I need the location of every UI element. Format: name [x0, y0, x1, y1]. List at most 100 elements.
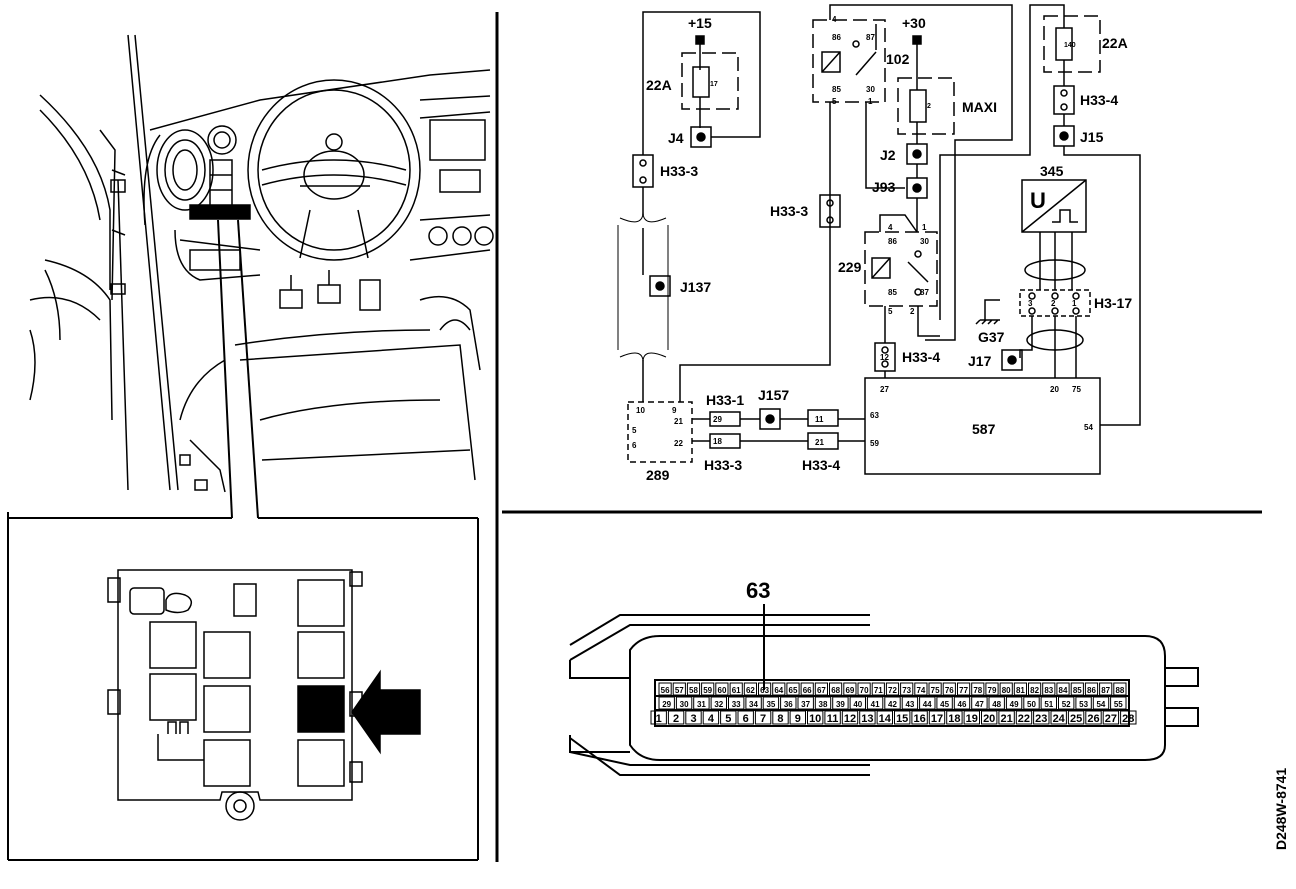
car-interior-illustration: [29, 34, 494, 519]
pin-number: 35: [766, 700, 775, 709]
pin-cell: [814, 696, 832, 710]
pin-number: 88: [1115, 686, 1124, 695]
pin-number: 44: [923, 700, 932, 709]
pin-cell: [1005, 696, 1023, 710]
pin-cell: [936, 696, 953, 710]
pin-number: 58: [689, 686, 698, 695]
label-h33-4-top: H33-4: [1080, 92, 1118, 108]
pin-number: 45: [940, 700, 949, 709]
pin-number: 22: [1018, 713, 1030, 725]
pin-cell: [894, 710, 911, 725]
svg-text:85: 85: [832, 85, 841, 94]
pin-number: 8: [777, 713, 783, 725]
pin-number: 65: [789, 686, 798, 695]
label-j15: J15: [1080, 129, 1104, 145]
pin-cell: [1075, 696, 1092, 710]
pin-number: 41: [871, 700, 880, 709]
label-u: U: [1030, 188, 1046, 213]
pin-number: 63: [760, 686, 769, 695]
pin-cell: [849, 696, 866, 710]
pin-number: 19: [966, 713, 978, 725]
speaker-grille: [156, 129, 214, 211]
pin-number: 72: [888, 686, 897, 695]
pin-cell: [737, 710, 754, 725]
label-j2: J2: [880, 147, 896, 163]
label-c289: 289: [646, 467, 670, 483]
pin-number: 12: [844, 713, 856, 725]
label-h33-3-bot: H33-3: [704, 457, 742, 473]
label-h33-3-mid: H33-3: [770, 203, 808, 219]
pin-number: 85: [1073, 686, 1082, 695]
label-h33-4-mid: H33-4: [902, 349, 940, 365]
pin-number: 51: [1044, 700, 1053, 709]
pin-cell: [789, 710, 806, 725]
pin-cell: [1113, 682, 1127, 696]
pin-cell: [1102, 710, 1120, 725]
pin-cell: [988, 696, 1005, 710]
pin-number: 30: [680, 700, 689, 709]
svg-text:5: 5: [888, 307, 893, 316]
pin-cell: [1028, 682, 1042, 696]
pin-cell: [928, 710, 946, 725]
svg-text:21: 21: [674, 417, 683, 426]
pin-cell: [658, 682, 672, 696]
pin-number: 4: [708, 713, 715, 725]
pin-number: 24: [1053, 713, 1066, 725]
pin-number: 13: [861, 713, 873, 725]
label-r102: 102: [886, 51, 910, 67]
label-h33-3-top: H33-3: [660, 163, 698, 179]
pin-number: 28: [1122, 713, 1134, 725]
pin-cell: [957, 682, 971, 696]
svg-text:2: 2: [910, 307, 915, 316]
pin-number: 43: [905, 700, 914, 709]
pin-cell: [685, 710, 702, 725]
pin-cell: [946, 710, 963, 725]
fuse-box-inset: [107, 569, 421, 821]
pin-number: 64: [774, 686, 783, 695]
pin-cell: [762, 696, 780, 710]
pin-number: 66: [803, 686, 812, 695]
pin-number: 80: [1002, 686, 1011, 695]
pin-number: 84: [1059, 686, 1068, 695]
pin-number: 70: [860, 686, 869, 695]
pin-number: 76: [945, 686, 954, 695]
pin-cell: [693, 696, 710, 710]
ecu-connector-outline: 63: [569, 578, 1199, 776]
pin-number: 67: [817, 686, 826, 695]
svg-text:87: 87: [866, 33, 875, 42]
svg-text:63: 63: [870, 411, 879, 420]
pin-cell: [758, 682, 772, 696]
pin-number: 78: [973, 686, 982, 695]
svg-text:86: 86: [888, 237, 897, 246]
svg-text:86: 86: [832, 33, 841, 42]
pin-cell: [1120, 710, 1137, 725]
pin-cell: [702, 710, 720, 725]
pin-cell: [686, 682, 701, 696]
pin-number: 25: [1070, 713, 1082, 725]
pin-number: 48: [992, 700, 1001, 709]
pin-cell: [832, 696, 849, 710]
pin-cell: [942, 682, 956, 696]
pin-cell: [728, 696, 745, 710]
pin-number: 14: [879, 713, 892, 725]
pin-cell: [857, 682, 871, 696]
svg-text:59: 59: [870, 439, 879, 448]
svg-text:85: 85: [888, 288, 897, 297]
label-g37: G37: [978, 329, 1005, 345]
pin-number: 71: [874, 686, 883, 695]
pin-number: 21: [1000, 713, 1012, 725]
pin-number: 75: [931, 686, 940, 695]
pin-cell: [901, 696, 919, 710]
pin-number: 15: [896, 713, 908, 725]
pin-cell: [745, 696, 762, 710]
pin-cell: [807, 710, 824, 725]
svg-text:17: 17: [710, 81, 718, 88]
pin-number: 1: [656, 713, 662, 725]
pin-cell: [1099, 682, 1113, 696]
arrow-indicator-icon: [351, 669, 421, 755]
pin-cell: [650, 710, 667, 725]
pin-number: 27: [1105, 713, 1117, 725]
pin-number: 60: [718, 686, 727, 695]
